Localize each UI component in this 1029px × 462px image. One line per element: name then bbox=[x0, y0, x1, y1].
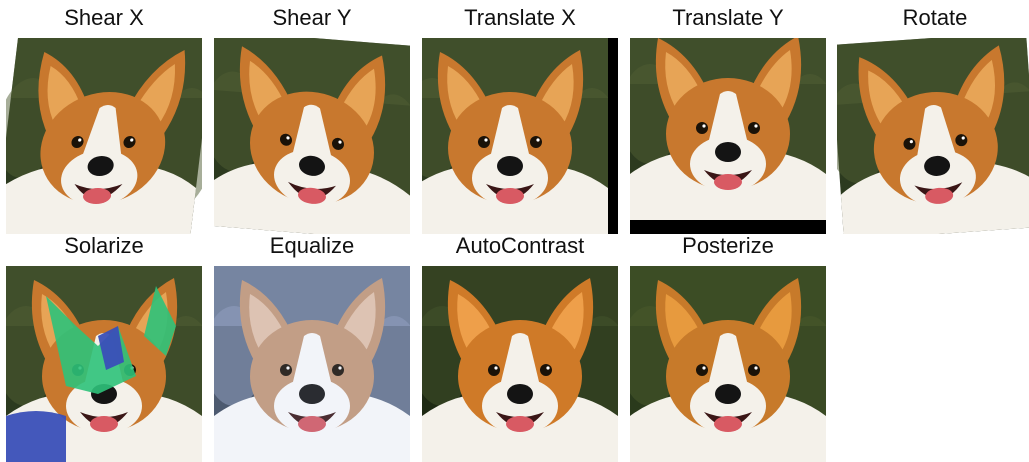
dog-photo bbox=[214, 38, 410, 234]
dog-photo bbox=[214, 266, 410, 462]
dog-photo bbox=[630, 266, 826, 462]
dog-image-translate-y bbox=[630, 38, 826, 234]
panel-label: Shear Y bbox=[272, 5, 352, 30]
panel-label: Translate Y bbox=[672, 5, 784, 30]
dog-photo bbox=[630, 38, 826, 234]
dog-image-translate-x bbox=[422, 38, 618, 234]
panel-label: Shear X bbox=[64, 5, 144, 30]
panel-label: Posterize bbox=[682, 233, 774, 258]
dog-image-autocontrast bbox=[422, 266, 618, 462]
dog-image-rotate bbox=[837, 38, 1029, 234]
dog-photo bbox=[837, 38, 1029, 234]
dog-photo bbox=[422, 266, 618, 462]
panel-label: AutoContrast bbox=[455, 233, 585, 258]
dog-image-posterize bbox=[630, 266, 826, 462]
dog-photo bbox=[6, 38, 202, 234]
dog-image-shear-x bbox=[6, 38, 202, 234]
dog-photo bbox=[422, 38, 618, 234]
dog-image-equalize bbox=[214, 266, 410, 462]
dog-image-shear-y bbox=[214, 38, 410, 234]
dog-photo bbox=[6, 266, 202, 462]
panel-label: Solarize bbox=[64, 233, 144, 258]
panel-label: Translate X bbox=[464, 5, 576, 30]
panel-label: Rotate bbox=[902, 5, 968, 30]
panel-label: Equalize bbox=[269, 233, 355, 258]
dog-image-solarize bbox=[6, 266, 202, 462]
